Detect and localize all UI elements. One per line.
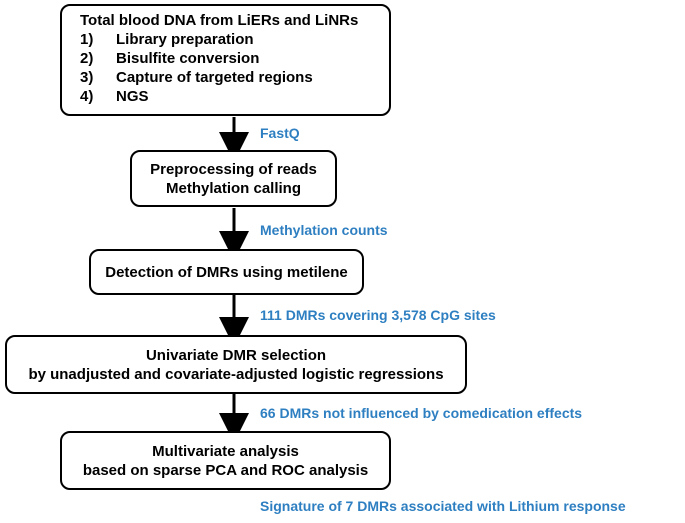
step-1: 1) Library preparation <box>80 30 389 49</box>
step-4-num: 4) <box>80 88 94 105</box>
step-2: 2) Bisulfite conversion <box>80 49 389 68</box>
box-multivariate-analysis: Multivariate analysis based on sparse PC… <box>60 431 391 490</box>
box2-line1: Preprocessing of reads <box>150 160 317 178</box>
box3-line1: Detection of DMRs using metilene <box>105 263 348 281</box>
step-2-num: 2) <box>80 50 94 67</box>
box-preprocessing: Preprocessing of reads Methylation calli… <box>130 150 337 207</box>
step-3: 3) Capture of targeted regions <box>80 68 389 87</box>
box5-line1: Multivariate analysis <box>152 442 299 460</box>
box-dna-preparation: Total blood DNA from LiERs and LiNRs 1) … <box>60 4 391 116</box>
box2-line2: Methylation calling <box>165 179 301 197</box>
box-dmr-detection: Detection of DMRs using metilene <box>89 249 364 295</box>
label-methylation-counts: Methylation counts <box>260 222 388 238</box>
step-4: 4) NGS <box>80 87 389 106</box>
box5-line2: based on sparse PCA and ROC analysis <box>82 461 369 479</box>
step-1-text: Library preparation <box>116 31 254 48</box>
box-univariate-selection: Univariate DMR selection by unadjusted a… <box>5 335 467 394</box>
step-3-text: Capture of targeted regions <box>116 69 313 86</box>
box4-line2: by unadjusted and covariate-adjusted log… <box>28 365 444 383</box>
label-111-dmrs: 111 DMRs covering 3,578 CpG sites <box>260 307 496 323</box>
label-signature: Signature of 7 DMRs associated with Lith… <box>260 498 626 514</box>
step-2-text: Bisulfite conversion <box>116 50 260 67</box>
step-4-text: NGS <box>116 88 149 105</box>
label-66-dmrs: 66 DMRs not influenced by comedication e… <box>260 405 583 421</box>
label-fastq: FastQ <box>260 125 300 141</box>
step-3-num: 3) <box>80 69 94 86</box>
step-1-num: 1) <box>80 31 94 48</box>
box4-line1: Univariate DMR selection <box>145 346 327 364</box>
box1-title: Total blood DNA from LiERs and LiNRs <box>80 12 359 29</box>
